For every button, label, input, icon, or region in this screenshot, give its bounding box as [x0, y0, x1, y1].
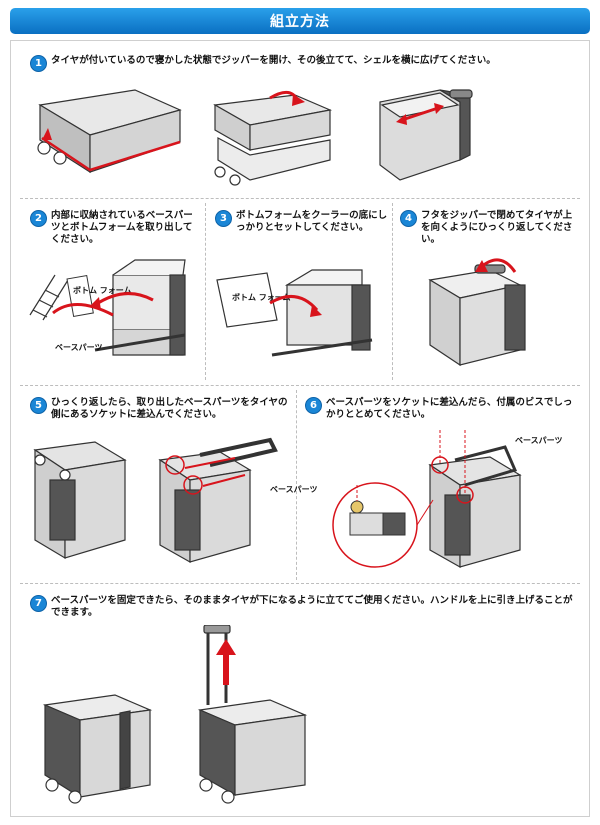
step-1-illustration — [30, 80, 580, 190]
base-part-label: ベースパーツ — [270, 484, 317, 494]
step-text: ベースパーツを固定できたら、そのままタイヤが下になるように立ててご使用ください。… — [51, 595, 575, 619]
step-4: 4 フタをジッパーで閉めてタイヤが上を向くようにひっくり返してください。 — [400, 210, 575, 246]
step-text: ひっくり返したら、取り出したベースパーツをタイヤの側にあるソケットに差込んでくだ… — [51, 397, 292, 421]
step-number: 5 — [30, 397, 47, 414]
step-text: フタをジッパーで閉めてタイヤが上を向くようにひっくり返してください。 — [421, 210, 575, 246]
step-text: 内部に収納されているベースパーツとボトムフォームを取り出してください。 — [51, 210, 200, 246]
step-number: 6 — [305, 397, 322, 414]
step-number: 3 — [215, 210, 232, 227]
step-4-illustration — [420, 250, 580, 375]
step-text: ベースパーツをソケットに差込んだら、付属のビスでしっかりととめてください。 — [326, 397, 575, 421]
step-text: ボトムフォームをクーラーの底にしっかりとセットしてください。 — [236, 210, 390, 234]
base-part-label: ベースパーツ — [515, 435, 562, 445]
step-number: 7 — [30, 595, 47, 612]
page-title: 組立方法 — [270, 11, 330, 31]
pull-up-arrow — [216, 639, 236, 655]
step-2: 2 内部に収納されているベースパーツとボトムフォームを取り出してください。 — [30, 210, 200, 246]
step-3: 3 ボトムフォームをクーラーの底にしっかりとセットしてください。 — [215, 210, 390, 234]
step-5: 5 ひっくり返したら、取り出したベースパーツをタイヤの側にあるソケットに差込んで… — [30, 397, 292, 421]
step-text: タイヤが付いているので寝かした状態でジッパーを開け、その後立てて、シェルを横に広… — [51, 55, 496, 67]
step-7: 7 ベースパーツを固定できたら、そのままタイヤが下になるように立ててご使用くださ… — [30, 595, 575, 619]
base-part-label: ベースパーツ — [55, 342, 102, 352]
step-1: 1 タイヤが付いているので寝かした状態でジッパーを開け、その後立てて、シェルを横… — [30, 55, 575, 72]
divider — [20, 385, 580, 386]
step-number: 1 — [30, 55, 47, 72]
step-number: 2 — [30, 210, 47, 227]
page-header: 組立方法 — [10, 8, 590, 34]
step-3-illustration: ボトム フォーム — [212, 255, 392, 370]
step-number: 4 — [400, 210, 417, 227]
step-2-illustration: ボトム フォーム ベースパーツ — [25, 255, 205, 370]
divider — [20, 583, 580, 584]
divider — [20, 198, 580, 199]
step-6-illustration: ベースパーツ — [325, 425, 585, 575]
divider — [392, 203, 393, 380]
step-6: 6 ベースパーツをソケットに差込んだら、付属のビスでしっかりととめてください。 — [305, 397, 575, 421]
step-7-illustration — [30, 625, 330, 810]
divider — [205, 203, 206, 380]
step-5-illustration: ベースパーツ — [25, 430, 325, 570]
